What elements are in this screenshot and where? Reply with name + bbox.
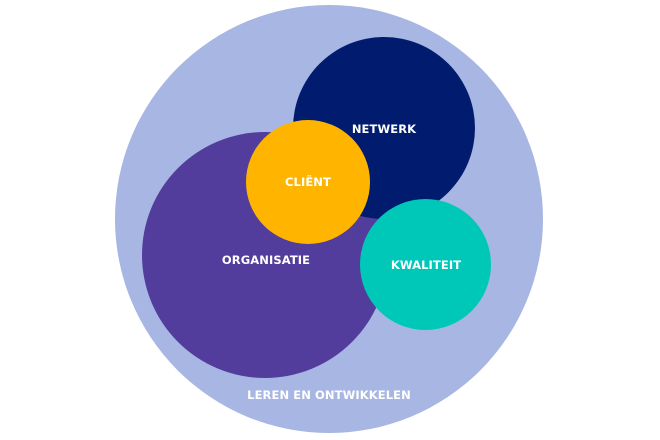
circle-client	[246, 120, 370, 244]
circle-kwaliteit	[360, 199, 491, 330]
label-client: CLIËNT	[285, 175, 331, 189]
label-kwaliteit: KWALITEIT	[390, 258, 462, 272]
label-organisatie: ORGANISATIE	[221, 253, 311, 267]
label-leren-en-ontwikkelen: LEREN EN ONTWIKKELEN	[247, 388, 411, 402]
label-netwerk: NETWERK	[351, 122, 417, 136]
